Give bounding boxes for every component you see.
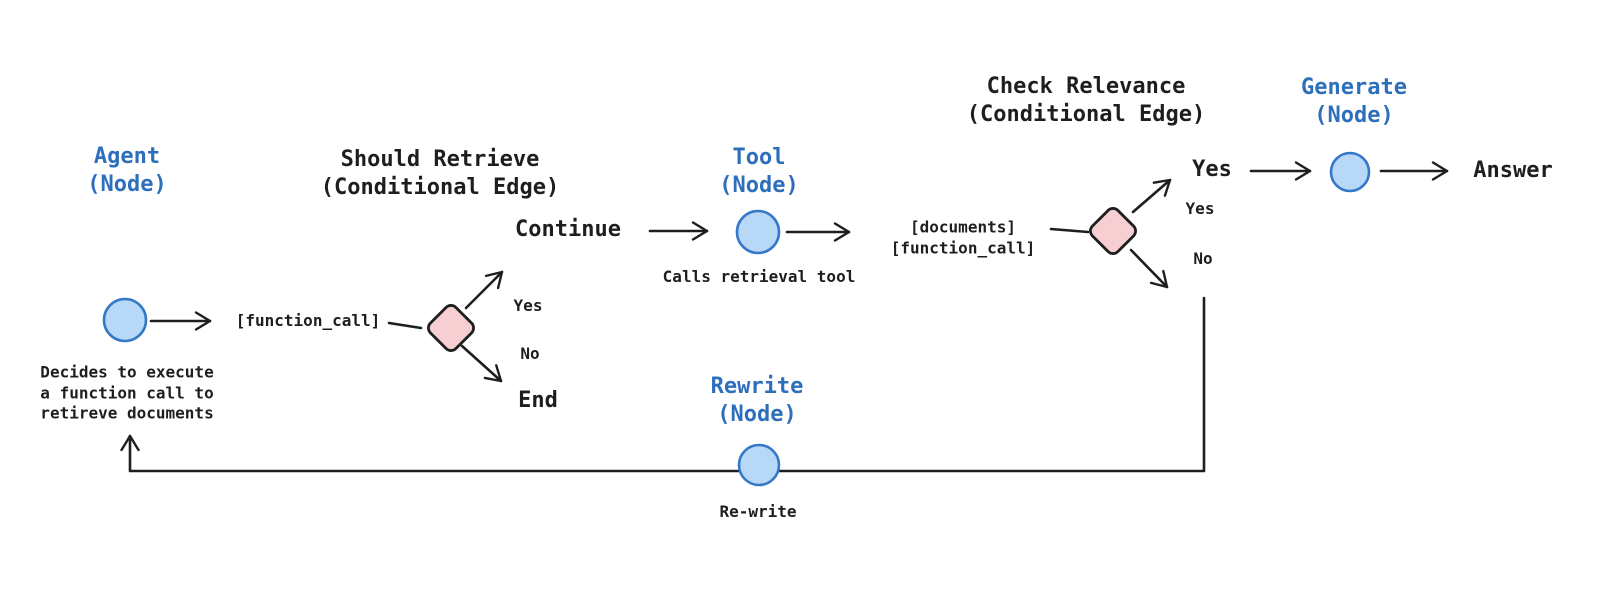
rewrite-node-caption: Re-write [719, 501, 797, 521]
yes-branch-label-1: Yes [513, 295, 543, 315]
documents-label: [documents] [function_call] [890, 217, 1036, 258]
conditional-should-retrieve-title: Should Retrieve (Conditional Edge) [320, 147, 560, 200]
tool-node-title: Tool (Node) [719, 145, 799, 198]
generate-node-circle [1329, 151, 1371, 193]
edge-no-2-arrow [1129, 248, 1169, 289]
edge-yes-2-arrow [1131, 178, 1172, 214]
rewrite-node-title: Rewrite (Node) [710, 374, 804, 427]
no-branch-label-2: No [1193, 248, 1213, 268]
edge-rewrite-loop [120, 296, 1206, 473]
conditional-check-relevance-title: Check Relevance (Conditional Edge) [966, 74, 1206, 127]
end-label: End [518, 388, 558, 413]
tool-node-caption: Calls retrieval tool [662, 266, 856, 286]
edge-yes-1-arrow [464, 270, 504, 310]
function-call-label: [function_call] [235, 310, 381, 330]
rewrite-node-circle [737, 443, 781, 487]
check-relevance-diamond [1089, 207, 1137, 255]
should-retrieve-diamond [427, 304, 475, 352]
edge-function-call-to-diamond [387, 321, 423, 330]
answer-label: Answer [1473, 158, 1553, 183]
no-branch-label-1: No [520, 343, 540, 363]
agent-node-circle [102, 297, 148, 343]
tool-node-circle [735, 209, 781, 255]
agent-node-title: Agent (Node) [87, 144, 167, 197]
generate-node-title: Generate (Node) [1301, 75, 1407, 128]
yes-branch-label-2: Yes [1185, 198, 1215, 218]
edge-documents-to-diamond [1049, 227, 1090, 234]
continue-edge-label: Continue [515, 217, 621, 242]
edge-no-1-arrow [460, 344, 503, 383]
yes-branch-label-large: Yes [1192, 157, 1232, 182]
agent-node-caption: Decides to execute a function call to re… [40, 362, 214, 423]
